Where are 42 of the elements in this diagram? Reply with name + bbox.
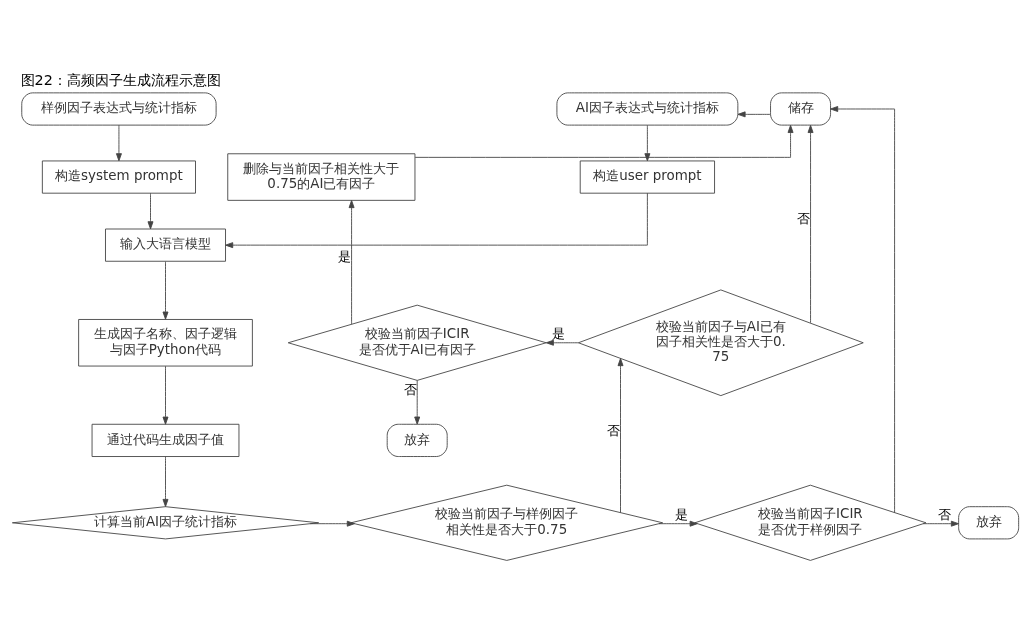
edge-label: 否: [606, 422, 620, 438]
node-diamond: 校验当前因子ICIR是否优于样例因子: [694, 484, 927, 561]
arrow: [348, 199, 355, 325]
arrow: [644, 124, 651, 161]
node-box: 生成因子名称、因子逻辑与因子Python代码: [78, 318, 253, 366]
edge-label: 是: [675, 506, 689, 522]
node-diamond: 校验当前因子与样例因子相关性是否大于0.75: [350, 484, 664, 561]
node-box: 构造user prompt: [579, 160, 715, 194]
node-box: 输入大语言模型: [105, 228, 226, 262]
arrow: [225, 192, 648, 248]
arrow: [807, 124, 814, 323]
arrow: [617, 357, 624, 513]
arrow: [922, 520, 959, 527]
arrow: [309, 520, 355, 527]
node-diamond: 校验当前因子ICIR是否优于AI已有因子: [287, 304, 547, 381]
edge-label: 否: [937, 506, 951, 522]
arrow: [414, 124, 794, 158]
arrow: [115, 124, 122, 161]
node-diamond: 校验当前因子与AI已有因子相关性是否大于0.75: [577, 288, 864, 396]
arrow: [147, 192, 154, 229]
arrow: [414, 379, 421, 425]
node-diamond: 计算当前AI因子统计指标: [11, 505, 320, 539]
node-box: 删除与当前因子相关性大于0.75的AI已有因子: [227, 152, 416, 201]
arrow: [658, 520, 698, 527]
edge-label: 是: [552, 325, 566, 341]
node-box: 储存: [770, 91, 831, 126]
arrow: [830, 105, 896, 513]
arrow: [737, 110, 771, 117]
edge-label: 是: [337, 248, 351, 264]
arrow: [162, 260, 169, 320]
arrow: [162, 365, 169, 425]
node-box: 放弃: [958, 505, 1020, 539]
arrow: [162, 455, 169, 507]
arrow: [545, 339, 579, 346]
diagram-title: 图22：高频因子生成流程示意图: [20, 71, 221, 88]
node-box: 通过代码生成因子值: [91, 423, 240, 457]
node-box: 构造system prompt: [41, 160, 196, 194]
node-box: 样例因子表达式与统计指标: [21, 91, 217, 126]
node-box: AI因子表达式与统计指标: [556, 91, 739, 126]
edge-label: 否: [403, 381, 417, 397]
edge-label: 否: [796, 210, 810, 226]
node-box: 放弃: [386, 423, 448, 457]
